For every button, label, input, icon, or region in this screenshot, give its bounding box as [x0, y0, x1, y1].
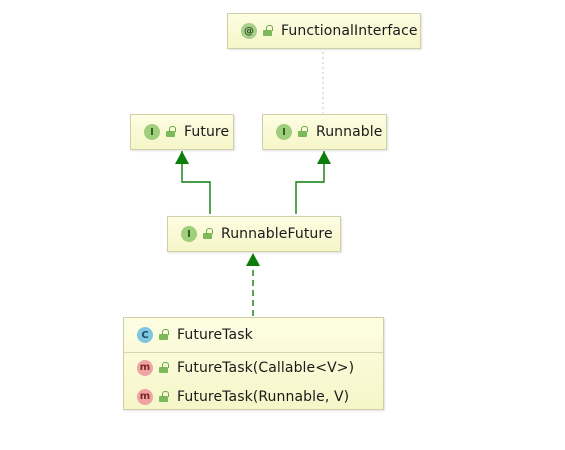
member-label: FutureTask(Runnable, V) — [177, 388, 350, 405]
future-task-header: C FutureTask — [124, 318, 383, 353]
interface-icon: I — [181, 226, 197, 242]
public-visibility-icon — [158, 329, 169, 340]
node-label: Runnable — [316, 124, 383, 140]
node-future-task[interactable]: C FutureTask m FutureTask(Callable<V>) m… — [123, 317, 384, 410]
interface-icon: I — [276, 124, 292, 140]
public-visibility-icon — [202, 228, 213, 239]
member-label: FutureTask(Callable<V>) — [177, 359, 355, 376]
arrowhead-runnable — [317, 151, 331, 164]
node-runnable-future[interactable]: I RunnableFuture — [167, 216, 341, 252]
node-label: FunctionalInterface — [281, 23, 418, 39]
annotation-type-icon: @ — [241, 23, 257, 39]
method-icon: m — [137, 388, 153, 405]
arrowhead-runnablefuture — [246, 253, 260, 266]
public-visibility-icon — [165, 126, 176, 137]
node-future[interactable]: I Future — [130, 114, 234, 150]
edge-runnablefuture-extends-runnable — [295, 151, 325, 214]
method-icon: m — [137, 359, 153, 376]
node-runnable[interactable]: I Runnable — [262, 114, 387, 150]
arrowhead-future — [175, 151, 189, 164]
node-label: RunnableFuture — [221, 226, 333, 242]
interface-icon: I — [144, 124, 160, 140]
node-label: Future — [184, 124, 230, 140]
node-functional-interface[interactable]: @ FunctionalInterface — [227, 13, 421, 49]
member-row[interactable]: m FutureTask(Callable<V>) — [124, 353, 383, 382]
public-visibility-icon — [158, 361, 169, 373]
node-label: FutureTask — [177, 327, 253, 343]
public-visibility-icon — [158, 390, 169, 402]
member-row[interactable]: m FutureTask(Runnable, V) — [124, 382, 383, 411]
public-visibility-icon — [262, 25, 273, 36]
public-visibility-icon — [297, 126, 308, 137]
edge-runnablefuture-extends-future — [181, 151, 211, 214]
class-icon: C — [137, 327, 153, 343]
